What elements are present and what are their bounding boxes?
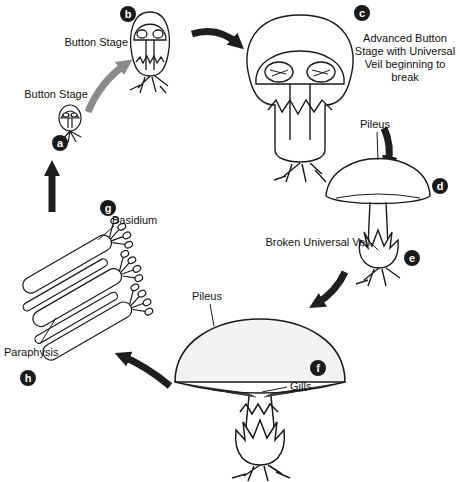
callout-circle: b xyxy=(120,6,136,22)
cycle-arrow xyxy=(122,356,170,386)
gill-edge xyxy=(336,194,420,198)
gill xyxy=(63,113,69,117)
callout-circle: f xyxy=(310,360,326,376)
annulus xyxy=(240,404,278,414)
part-label: Gills xyxy=(290,380,330,393)
callout-circle: a xyxy=(52,135,68,151)
cycle-arrow xyxy=(316,272,345,304)
part-label: Pileus xyxy=(192,290,236,303)
young-mushroom xyxy=(326,159,430,287)
callout-letter: a xyxy=(57,138,63,149)
advanced-button-stage xyxy=(247,15,353,182)
cycle-arrow xyxy=(88,64,126,112)
spore xyxy=(132,264,142,273)
callout-letter: e xyxy=(409,253,415,264)
mycelium xyxy=(274,163,326,182)
leader-line xyxy=(210,304,214,326)
spore xyxy=(137,289,147,298)
callout-letter: c xyxy=(359,8,365,19)
callout-letter: f xyxy=(316,363,320,374)
gills xyxy=(185,384,335,397)
spore xyxy=(142,298,152,307)
part-label: Button Stage xyxy=(44,36,128,49)
callout-letter: d xyxy=(437,181,444,192)
leader-line xyxy=(371,243,378,250)
spore xyxy=(144,307,154,316)
stipe xyxy=(68,118,72,128)
gill xyxy=(153,30,163,38)
volva xyxy=(236,420,285,465)
spore xyxy=(127,256,137,265)
leader-line xyxy=(262,387,287,392)
universal-veil xyxy=(59,105,81,131)
universal-veil xyxy=(131,12,170,76)
part-label: Basidium xyxy=(112,214,182,227)
mature-mushroom xyxy=(175,319,345,481)
part-label: Advanced Button Stage with Universal Vei… xyxy=(352,32,458,84)
button-stage xyxy=(130,12,169,93)
spore xyxy=(134,274,144,283)
gill xyxy=(137,30,147,38)
part-label: Pileus xyxy=(360,118,404,131)
leader-line xyxy=(377,132,378,160)
cycle-arrow xyxy=(192,32,238,44)
cycle-arrow xyxy=(49,168,56,212)
callout-letter: h xyxy=(25,373,32,384)
callout-circle: h xyxy=(20,370,36,386)
callout-circle: g xyxy=(100,200,116,216)
broken-veil xyxy=(359,230,398,268)
cap xyxy=(61,111,79,118)
mycelium xyxy=(130,76,168,93)
cap xyxy=(134,24,166,40)
leader-line xyxy=(98,226,114,240)
callout-letter: b xyxy=(125,9,132,20)
gill xyxy=(71,113,77,117)
veil-edge xyxy=(136,56,164,63)
callout-letter: g xyxy=(105,203,112,214)
callout-circle: e xyxy=(404,250,420,266)
mycelium xyxy=(356,268,400,286)
pileus xyxy=(175,319,345,382)
part-label: Button Stage xyxy=(6,88,106,101)
part-label: Broken Universal Veil xyxy=(240,236,370,249)
hymenium-detail xyxy=(2,214,171,370)
spore xyxy=(124,240,134,249)
part-label: Paraphysis xyxy=(4,346,84,359)
callout-circle: c xyxy=(354,5,370,21)
mycelium xyxy=(232,465,290,481)
stipe xyxy=(290,84,310,140)
spore xyxy=(122,231,132,240)
pileus xyxy=(326,159,430,204)
callout-circle: d xyxy=(432,178,448,194)
gill-lines xyxy=(270,70,330,76)
spore xyxy=(130,283,140,292)
leader-line xyxy=(40,318,56,344)
leader-lines xyxy=(40,132,378,392)
spore xyxy=(120,249,130,258)
cap xyxy=(256,51,344,84)
veil-break xyxy=(268,100,332,114)
universal-veil xyxy=(247,15,353,162)
